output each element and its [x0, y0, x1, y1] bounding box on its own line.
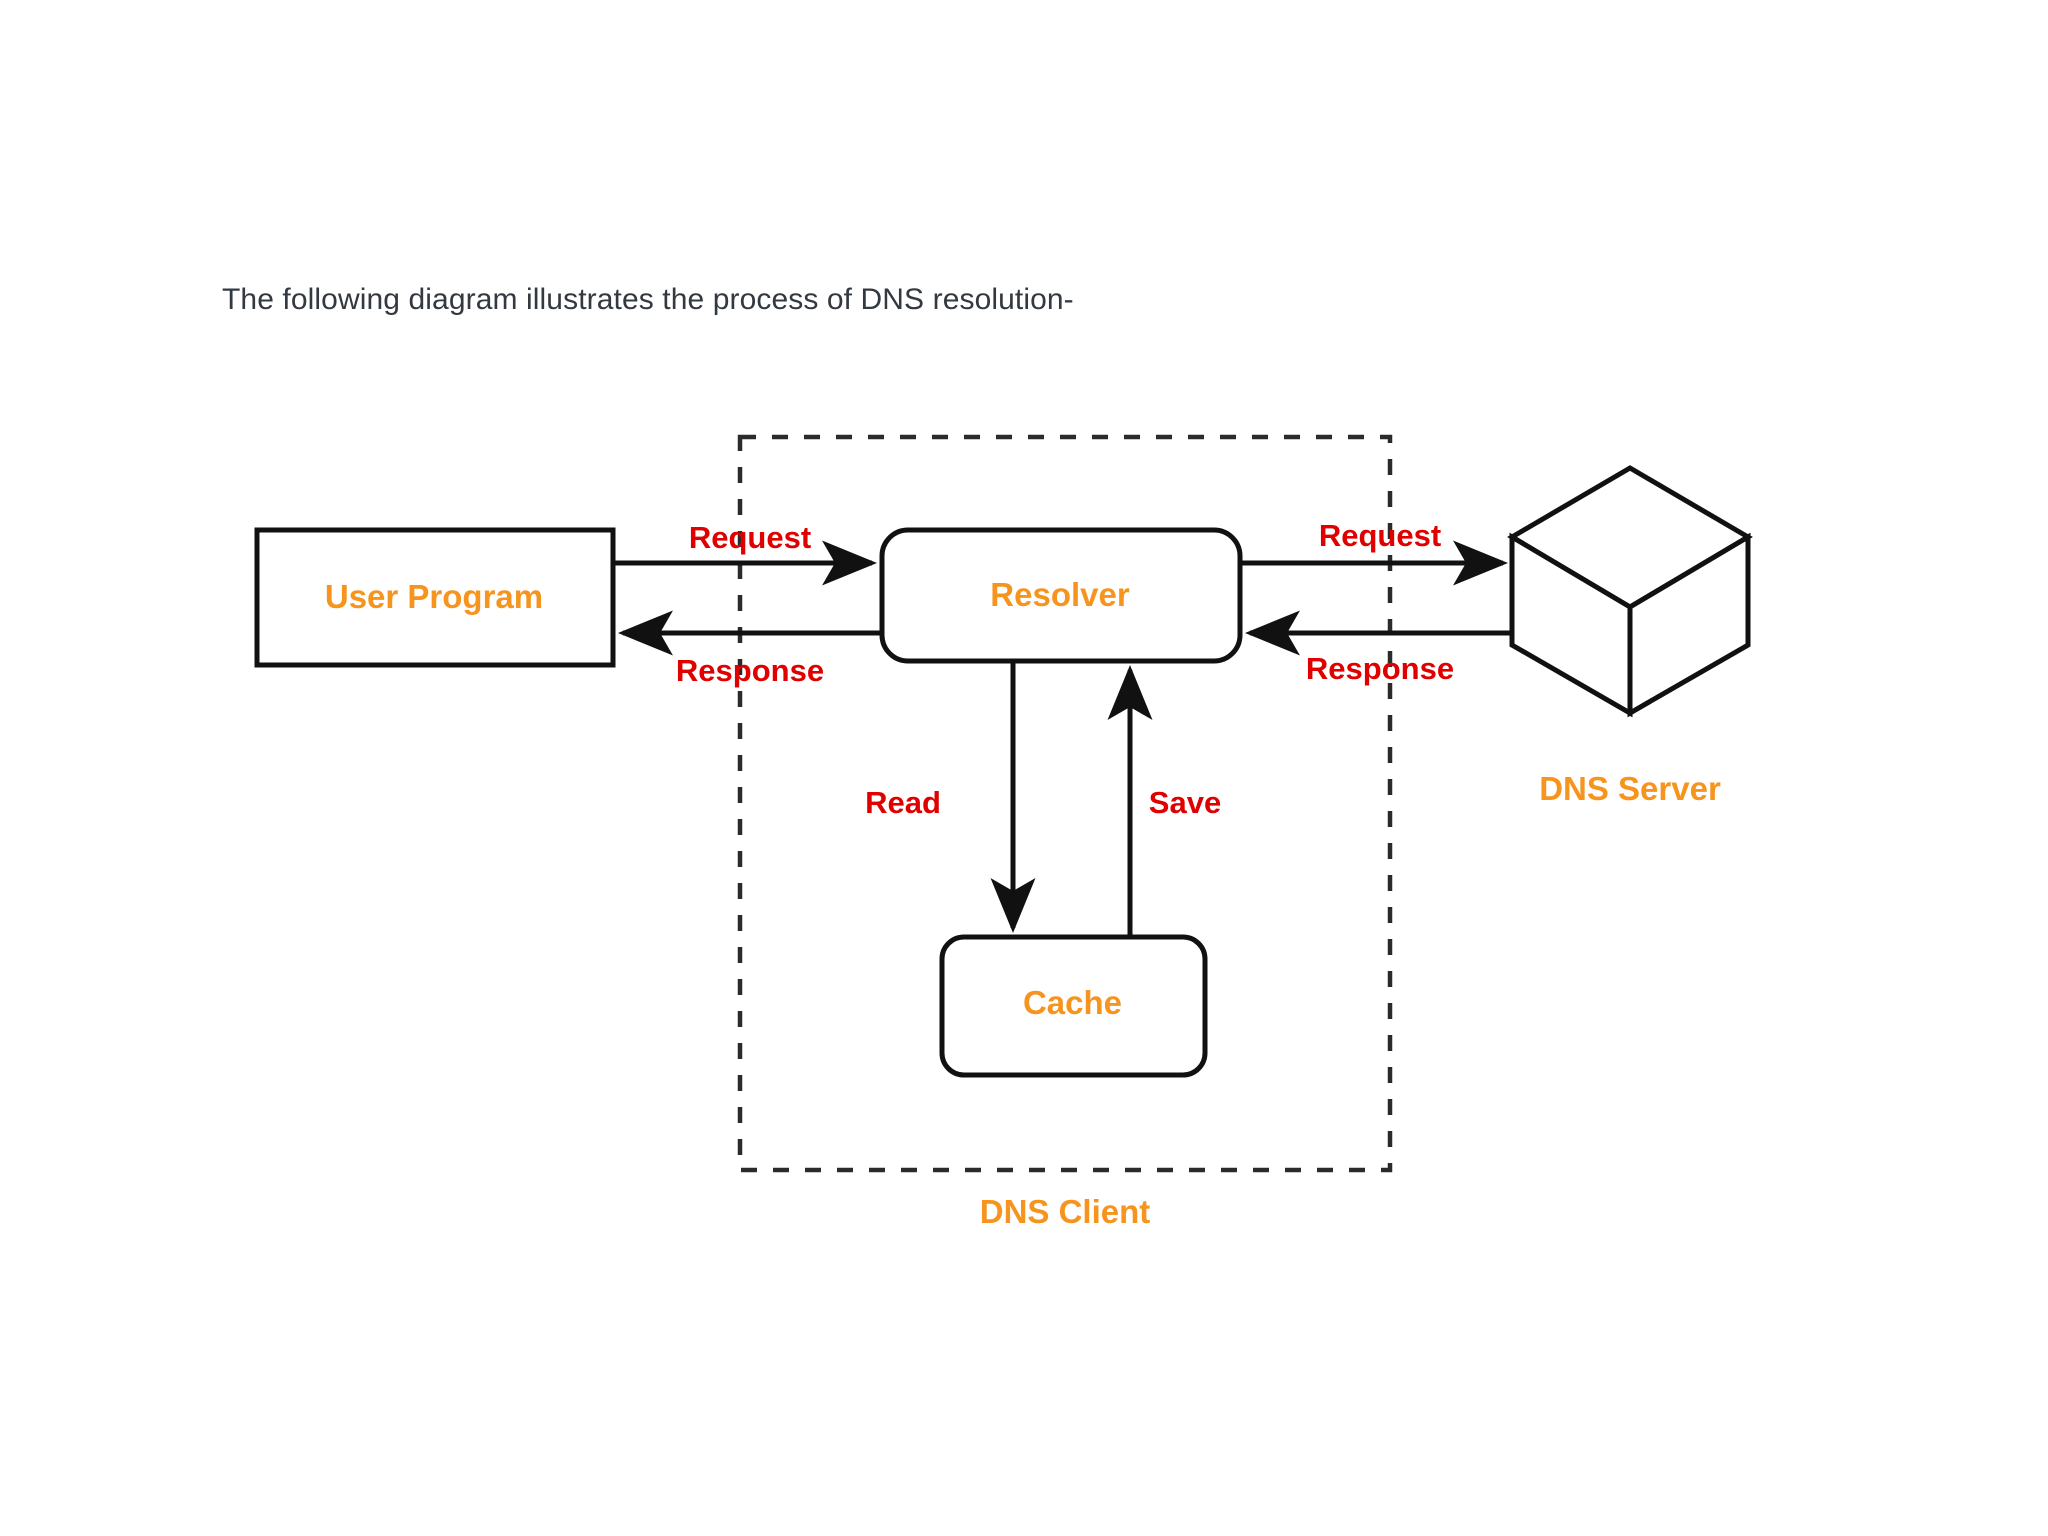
edge-label-save: Save — [1148, 785, 1222, 820]
dns-server-cube-icon[interactable] — [1507, 465, 1753, 718]
dns-client-boundary — [737, 434, 1393, 1173]
edge-label-request-right: Request — [1318, 518, 1442, 553]
cache-label: Cache — [1022, 984, 1123, 1021]
dns-server-label: DNS Server — [1539, 770, 1721, 807]
dns-client-label: DNS Client — [979, 1193, 1151, 1230]
edge-label-response-left: Response — [675, 653, 825, 688]
edge-label-response-right: Response — [1305, 651, 1455, 686]
user-program-label: User Program — [324, 578, 544, 615]
resolver-box[interactable] — [879, 527, 1243, 664]
user-program-box[interactable] — [254, 527, 616, 668]
page-caption: The following diagram illustrates the pr… — [222, 283, 1074, 316]
edge-label-read: Read — [865, 785, 941, 820]
resolver-label: Resolver — [990, 576, 1130, 613]
cache-box[interactable] — [939, 934, 1208, 1078]
edge-label-request-left: Request — [688, 520, 812, 555]
